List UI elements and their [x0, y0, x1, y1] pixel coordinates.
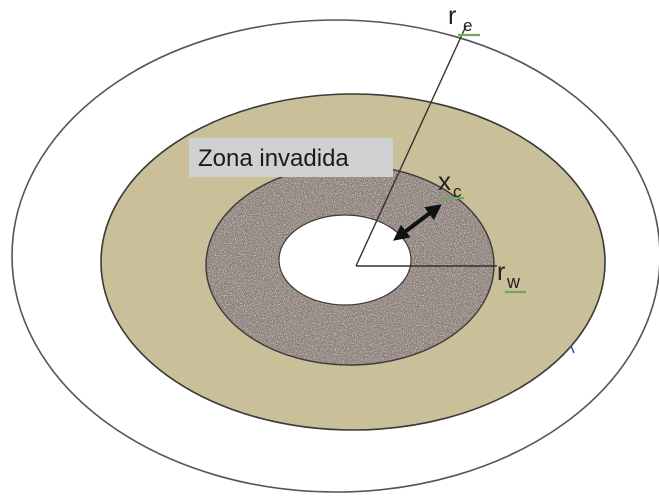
rw-label-subscript: w	[507, 273, 520, 291]
rw-label: r	[497, 260, 505, 285]
zone-label: Zona invadida	[198, 145, 349, 173]
xc-label-subscript: c	[453, 183, 462, 200]
re-label-subscript: e	[463, 17, 472, 34]
xc-label: x	[438, 168, 451, 194]
re-label: r	[448, 4, 456, 29]
wellbore	[279, 215, 411, 305]
